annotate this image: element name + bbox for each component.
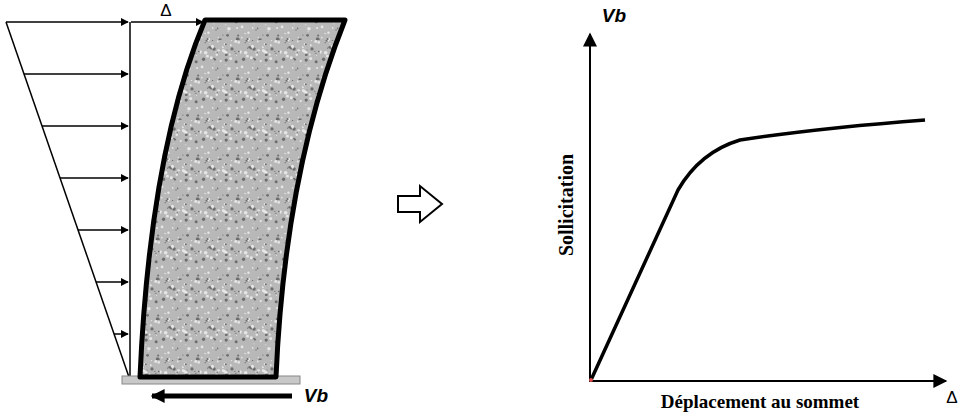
- y-axis: [589, 34, 591, 382]
- displacement-label: Δ: [158, 2, 173, 21]
- x-axis: [589, 380, 946, 382]
- deformed-wall: [140, 20, 345, 377]
- origin-dot: [589, 378, 593, 382]
- load-diagram: [6, 22, 130, 380]
- displacement-arrow: [131, 21, 203, 23]
- pushover-curve: [591, 120, 925, 380]
- axis-title-y: Sollicitation: [555, 152, 577, 258]
- axis-title-x-symbol: Δ: [944, 389, 959, 408]
- axis-title-y-symbol: Vb: [600, 6, 628, 27]
- axis-title-x: Déplacement au sommet: [659, 392, 861, 413]
- transition-arrow: [398, 186, 442, 222]
- base-shear-arrow: [152, 394, 292, 399]
- base-shear-label: Vb: [302, 386, 330, 407]
